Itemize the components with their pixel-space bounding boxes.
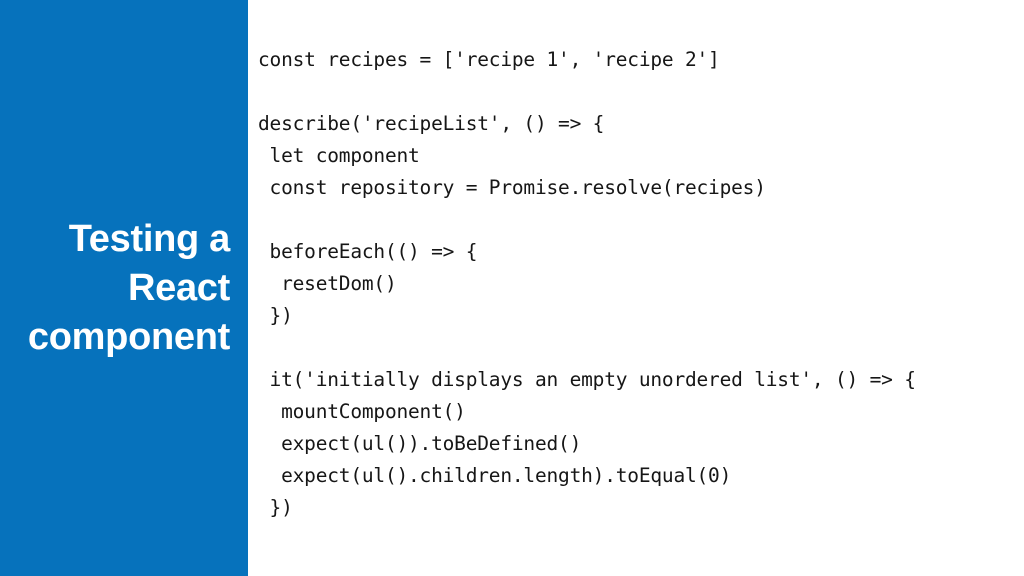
title-panel: Testing a React component xyxy=(0,0,248,576)
code-line: const recipes = ['recipe 1', 'recipe 2'] xyxy=(258,48,720,71)
code-line: const repository = Promise.resolve(recip… xyxy=(258,176,766,199)
code-line: expect(ul().children.length).toEqual(0) xyxy=(258,464,732,487)
slide-title: Testing a React component xyxy=(27,217,230,358)
code-lines: const recipes = ['recipe 1', 'recipe 2']… xyxy=(258,44,1024,524)
code-line xyxy=(258,76,1024,108)
code-panel: const recipes = ['recipe 1', 'recipe 2']… xyxy=(248,0,1024,576)
code-line: mountComponent() xyxy=(258,400,466,423)
code-block: const recipes = ['recipe 1', 'recipe 2']… xyxy=(258,44,1024,524)
code-line xyxy=(258,332,1024,364)
code-line: expect(ul()).toBeDefined() xyxy=(258,432,582,455)
code-line: beforeEach(() => { xyxy=(258,240,478,263)
code-line: }) xyxy=(258,304,293,327)
code-line: describe('recipeList', () => { xyxy=(258,112,605,135)
code-line: }) xyxy=(258,496,293,519)
code-line: let component xyxy=(258,144,420,167)
code-line xyxy=(258,204,1024,236)
code-line: it('initially displays an empty unordere… xyxy=(258,368,916,391)
code-line: resetDom() xyxy=(258,272,397,295)
